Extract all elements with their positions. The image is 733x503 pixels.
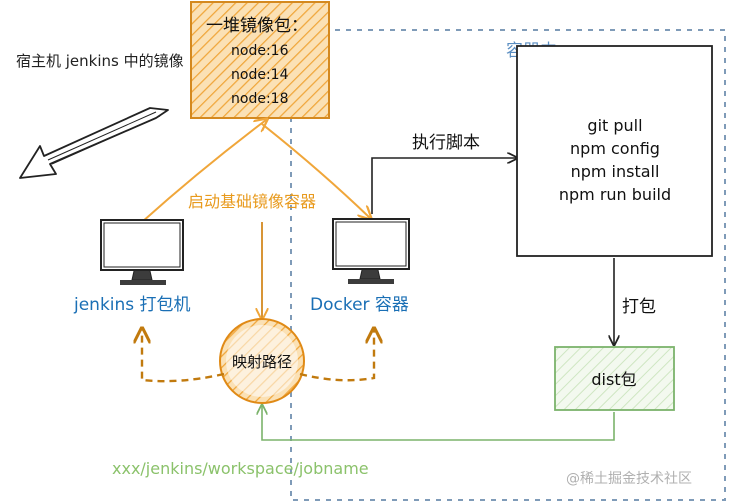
image-box: 一堆镜像包： node:16 node:14 node:18 [190,1,330,119]
arrow-map-to-jenkins [142,330,225,383]
watermark: @稀土掘金技术社区 [566,471,692,487]
run-script-label: 执行脚本 [412,133,480,153]
host-arrow-icon [19,107,169,179]
container-region [290,29,726,501]
workspace-path-label: xxx/jenkins/workspace/jobname [112,459,369,478]
arrow-images-to-docker [261,123,370,218]
docker-label: Docker 容器 [310,295,409,315]
pack-label: 打包 [622,297,656,317]
image-item: node:14 [231,67,289,83]
arrow-map-to-docker [299,330,374,382]
script-line: git pull [587,116,642,135]
arrow-jenkins-to-images [141,120,266,223]
image-item: node:18 [231,91,288,107]
start-container-label: 启动基础镜像容器 [188,192,316,211]
host-label: 宿主机 jenkins 中的镜像 [16,52,184,70]
map-path-circle: 映射路径 [219,318,305,404]
script-line: npm run build [559,185,671,204]
script-line: npm install [571,162,660,181]
script-box: git pull npm config npm install npm run … [516,45,713,257]
dist-label: dist包 [591,370,636,389]
arrow-dist-to-map [262,406,615,441]
map-path-label: 映射路径 [232,353,292,371]
dist-box: dist包 [554,346,675,411]
image-box-title: 一堆镜像包： [206,16,308,36]
jenkins-monitor-icon [100,219,184,285]
image-item: node:16 [231,43,289,59]
arrow-run-script [371,158,516,214]
docker-monitor-icon [332,218,410,284]
jenkins-label: jenkins 打包机 [73,295,191,315]
script-line: npm config [570,139,660,158]
